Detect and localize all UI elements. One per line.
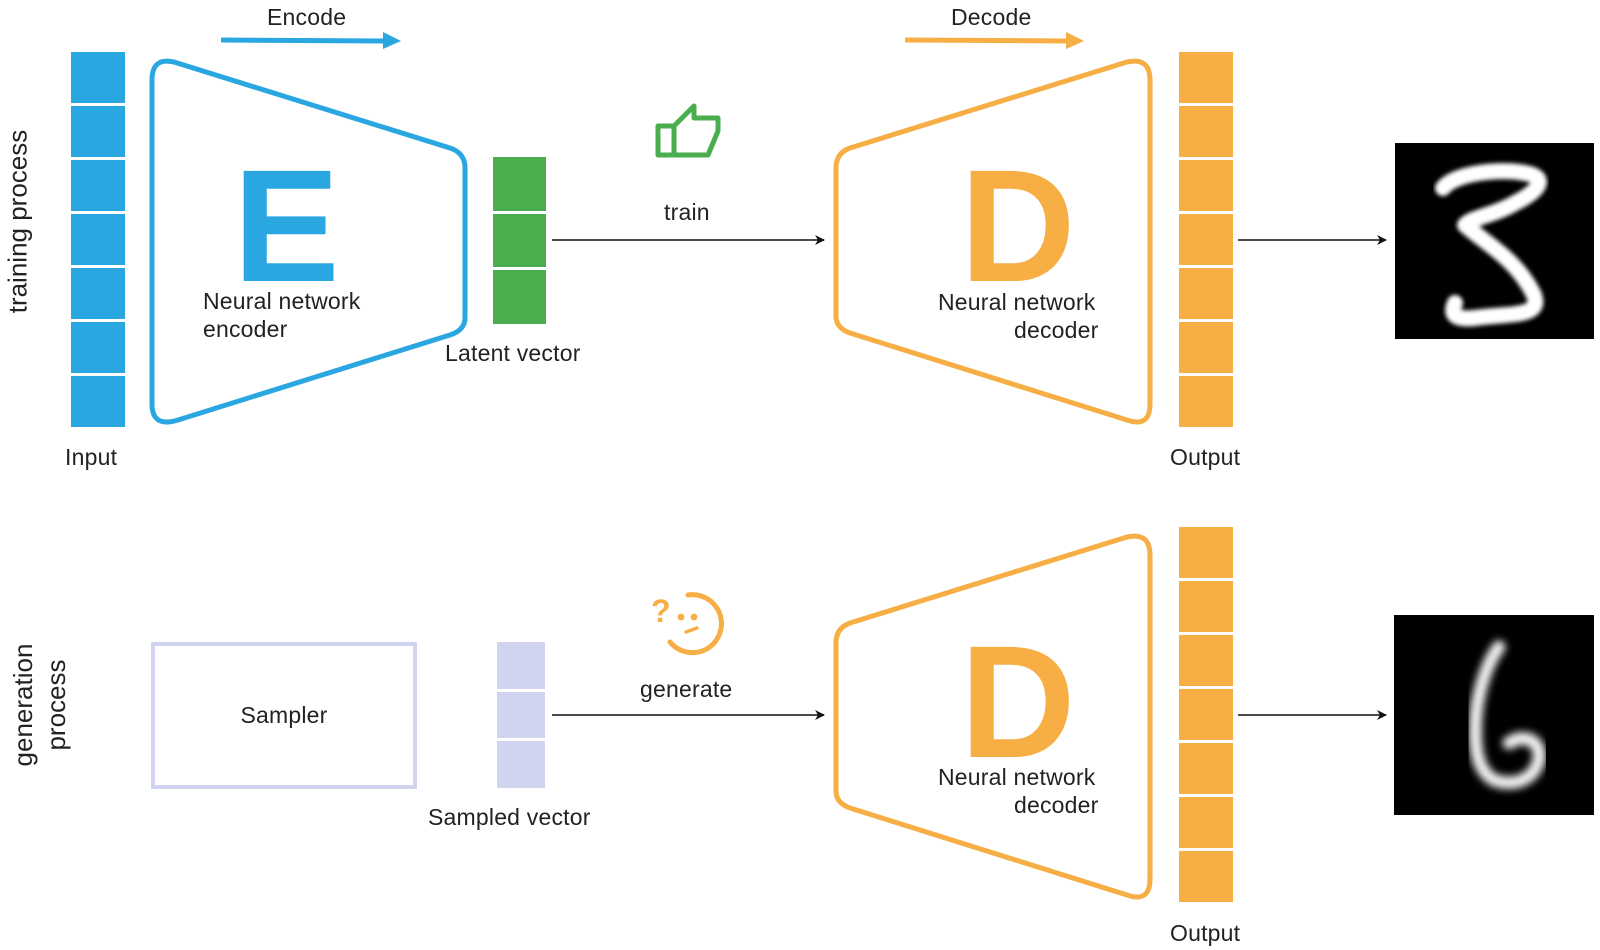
decoder-letter-generation: D bbox=[960, 612, 1076, 791]
output-vector-generation bbox=[1179, 527, 1233, 902]
svg-text:?: ? bbox=[651, 593, 671, 629]
latent-vector-cell bbox=[493, 213, 546, 268]
input-vector-cell bbox=[71, 106, 125, 157]
output-vector-cell bbox=[1179, 376, 1233, 427]
sampled-vector-cell bbox=[497, 741, 545, 789]
decode-label: Decode bbox=[951, 4, 1032, 30]
output-vector-cell bbox=[1179, 743, 1233, 794]
decoder-letter-training: D bbox=[960, 136, 1076, 315]
latent-vector-label: Latent vector bbox=[445, 340, 581, 366]
input-vector-cell bbox=[71, 376, 125, 427]
latent-vector bbox=[493, 157, 546, 325]
encoder-letter: E bbox=[233, 136, 340, 315]
generation-label-line2: process bbox=[41, 659, 71, 751]
sampled-vector bbox=[497, 642, 545, 789]
digit-6-glyph bbox=[1468, 640, 1546, 790]
output-vector-cell bbox=[1179, 52, 1233, 103]
output-vector-training bbox=[1179, 52, 1233, 427]
reconstructed-digit-image bbox=[1395, 143, 1594, 339]
input-vector-cell bbox=[71, 160, 125, 211]
sampled-vector-cell bbox=[497, 642, 545, 689]
input-vector-cell bbox=[71, 268, 125, 319]
output-vector-cell bbox=[1179, 214, 1233, 265]
output-vector-cell bbox=[1179, 635, 1233, 686]
decoder-label-generation-line1: Neural network bbox=[938, 764, 1096, 790]
output-vector-cell bbox=[1179, 581, 1233, 632]
decoder-trapezoid-training bbox=[833, 58, 1153, 425]
decode-arrow bbox=[904, 32, 1084, 49]
confused-face-icon: ? bbox=[651, 592, 724, 656]
sampled-vector-label: Sampled vector bbox=[428, 804, 591, 830]
generation-label-line1: generation bbox=[8, 643, 38, 767]
train-label: train bbox=[664, 199, 710, 225]
output-vector-cell bbox=[1179, 851, 1233, 902]
thumbs-up-icon bbox=[655, 103, 721, 158]
input-vector-cell bbox=[71, 52, 125, 103]
generation-process-label: generation process bbox=[7, 635, 73, 775]
generated-digit-image bbox=[1394, 615, 1594, 815]
input-vector-cell bbox=[71, 214, 125, 265]
output-vector-cell bbox=[1179, 689, 1233, 740]
output-vector-cell bbox=[1179, 268, 1233, 319]
decoder-trapezoid-generation bbox=[833, 533, 1153, 900]
output-vector-cell bbox=[1179, 797, 1233, 848]
decoder-label-training-line1: Neural network bbox=[938, 289, 1096, 315]
generate-label: generate bbox=[640, 676, 733, 702]
output-vector-cell bbox=[1179, 527, 1233, 578]
sampler-label: Sampler bbox=[240, 702, 328, 728]
latent-vector-cell bbox=[493, 270, 546, 325]
encoder-trapezoid bbox=[149, 58, 468, 425]
encoder-label-line1: Neural network bbox=[203, 288, 361, 314]
input-label: Input bbox=[65, 444, 118, 470]
output-vector-cell bbox=[1179, 322, 1233, 373]
output-vector-cell bbox=[1179, 106, 1233, 157]
input-vector-cell bbox=[71, 322, 125, 373]
sampled-vector-cell bbox=[497, 691, 545, 739]
encode-arrow bbox=[220, 32, 401, 49]
decoder-label-generation-line2: decoder bbox=[1014, 792, 1099, 818]
output-label-generation: Output bbox=[1170, 920, 1241, 946]
sampler-box: Sampler bbox=[151, 642, 417, 789]
training-process-label: training process bbox=[2, 129, 33, 314]
input-vector bbox=[71, 52, 125, 427]
output-label-training: Output bbox=[1170, 444, 1241, 470]
digit-3-glyph bbox=[1435, 163, 1547, 327]
encode-label: Encode bbox=[267, 4, 347, 30]
output-vector-cell bbox=[1179, 160, 1233, 211]
latent-vector-cell bbox=[493, 157, 546, 211]
decoder-label-training-line2: decoder bbox=[1014, 317, 1099, 343]
encoder-label-line2: encoder bbox=[203, 316, 288, 342]
